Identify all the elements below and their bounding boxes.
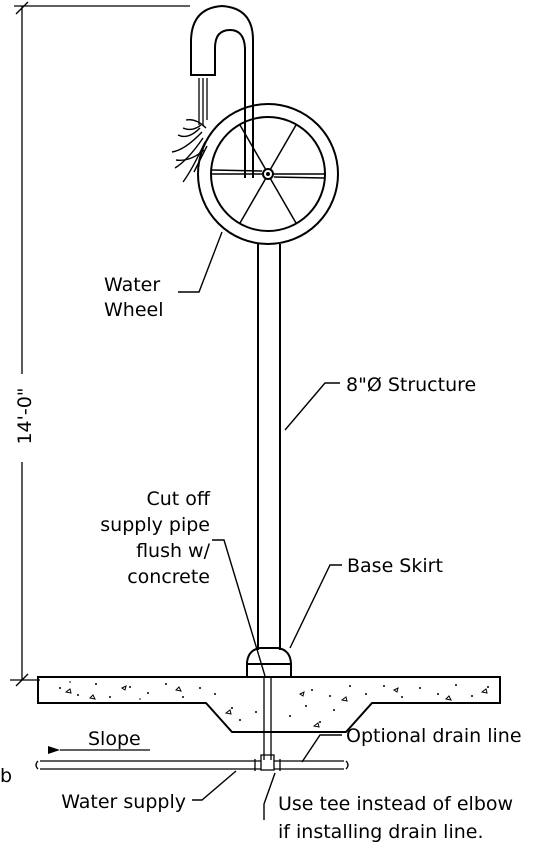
cut-off-note: Cut off supply pipe flush w/ concrete — [100, 488, 211, 588]
water-splash — [171, 118, 208, 183]
svg-text:supply pipe: supply pipe — [100, 514, 210, 536]
base-skirt — [246, 647, 292, 677]
svg-text:Wheel: Wheel — [104, 299, 164, 321]
structure-label: 8"Ø Structure — [346, 374, 476, 396]
tee-note: Use tee instead of elbow if installing d… — [278, 793, 513, 843]
water-wheel-label: Water Wheel — [104, 274, 164, 321]
horizontal-pipe — [35, 759, 349, 771]
leader-lines — [178, 231, 342, 820]
edge-text-fragment: b — [0, 765, 12, 787]
svg-text:concrete: concrete — [127, 566, 210, 588]
svg-text:Cut off: Cut off — [146, 488, 210, 510]
concrete-slab — [37, 676, 501, 733]
svg-text:if installing drain line.: if installing drain line. — [278, 821, 484, 843]
svg-text:flush w/: flush w/ — [136, 540, 211, 562]
spout-gooseneck — [190, 4, 254, 178]
base-skirt-label: Base Skirt — [347, 555, 443, 577]
optional-drain-label: Optional drain line — [346, 725, 522, 747]
height-dimension-label: 14'-0" — [14, 387, 36, 444]
structure-pole — [257, 244, 281, 650]
svg-text:Use tee instead of elbow: Use tee instead of elbow — [278, 793, 513, 815]
water-supply-label: Water supply — [61, 791, 186, 813]
water-wheel — [197, 103, 339, 245]
height-dimension: 14'-0" — [10, 1, 190, 687]
svg-text:Water: Water — [104, 274, 160, 296]
slope-indicator: Slope — [48, 728, 150, 754]
slope-label: Slope — [88, 728, 141, 750]
supply-pipe — [260, 677, 275, 771]
